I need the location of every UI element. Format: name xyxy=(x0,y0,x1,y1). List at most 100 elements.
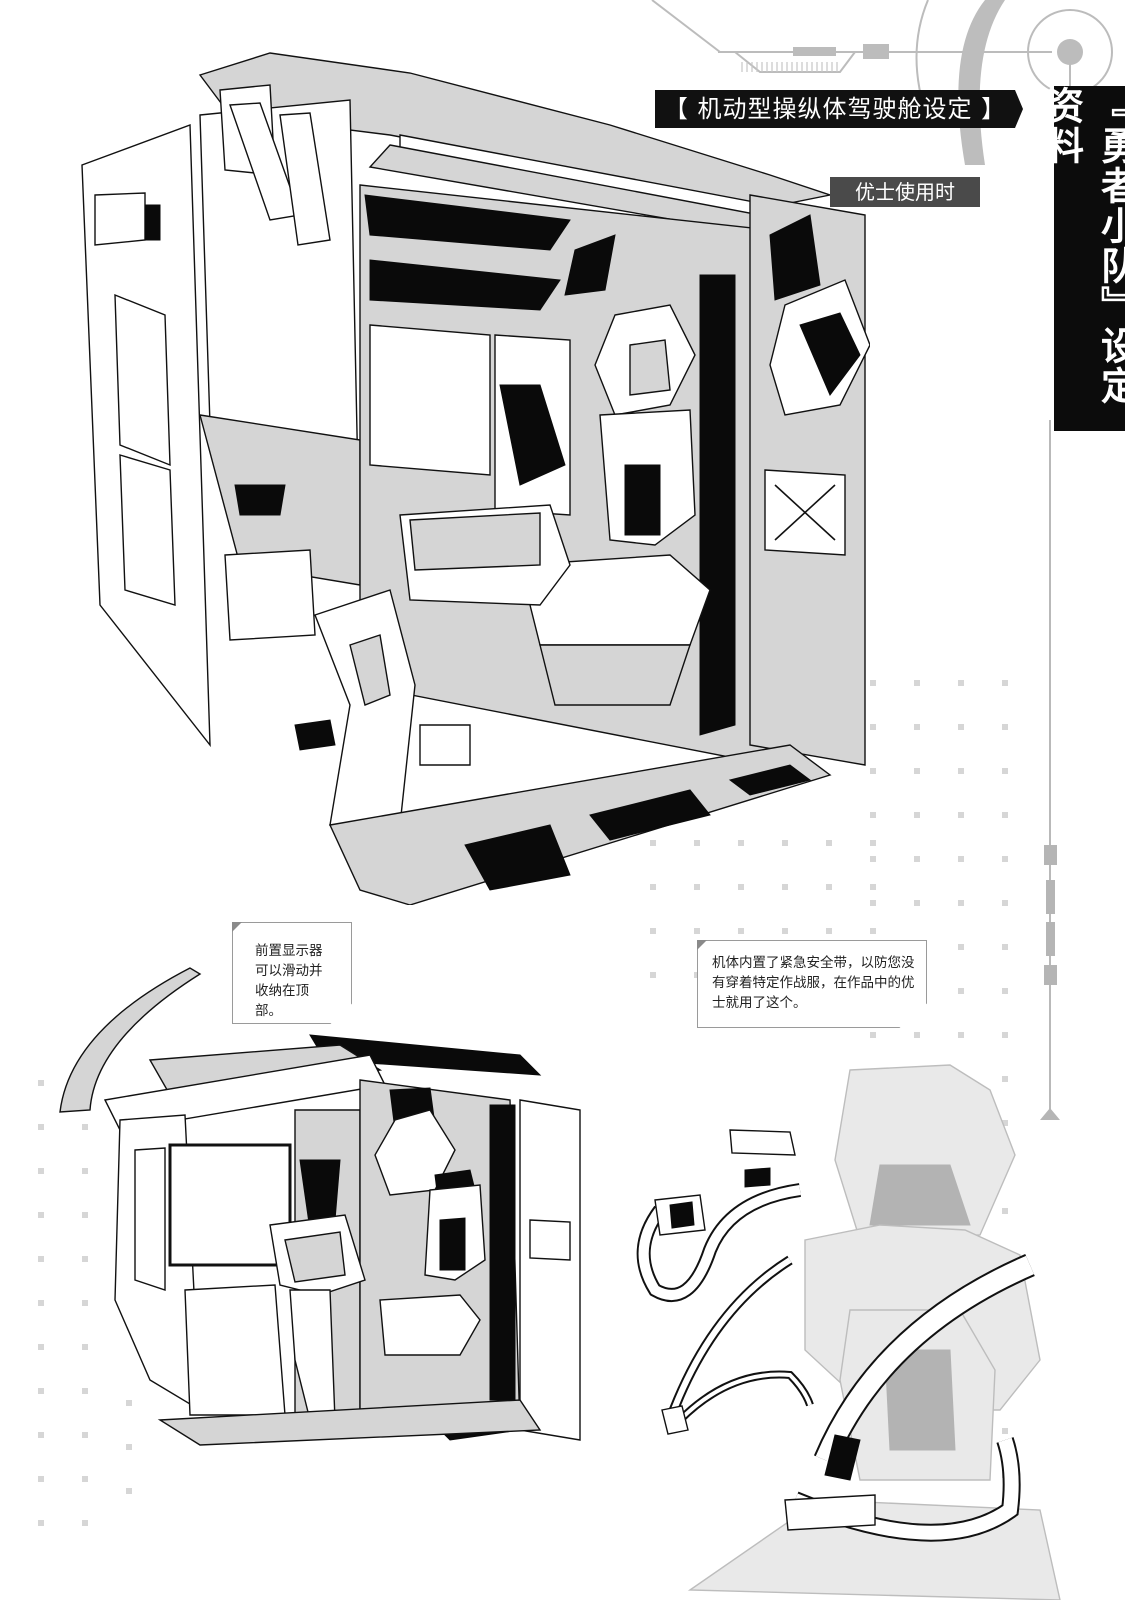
callout-emergency-belt: 机体内置了紧急安全带，以防您没有穿着特定作战服，在作品中的优士就用了这个。 xyxy=(697,940,927,1028)
grid-dot xyxy=(82,1124,88,1130)
grid-dot xyxy=(914,724,920,730)
grid-dot xyxy=(958,900,964,906)
grid-dot xyxy=(126,1400,132,1406)
grid-dot xyxy=(38,1124,44,1130)
grid-dot xyxy=(1002,1428,1008,1434)
grid-dot xyxy=(126,1488,132,1494)
grid-dot xyxy=(38,1300,44,1306)
grid-dot xyxy=(82,1476,88,1482)
grid-dot xyxy=(82,1520,88,1526)
grid-dot xyxy=(870,900,876,906)
pedal-strut xyxy=(314,589,416,826)
shoulder-belt xyxy=(815,1255,1034,1464)
grid-dot xyxy=(914,680,920,686)
grid-dot xyxy=(870,680,876,686)
grid-dot xyxy=(826,928,832,934)
grid-dot xyxy=(870,724,876,730)
grid-dot xyxy=(650,972,656,978)
detached-belt-strap xyxy=(638,1185,801,1300)
grid-dot xyxy=(38,1432,44,1438)
grid-dot xyxy=(826,884,832,890)
grid-dot xyxy=(958,1032,964,1038)
cockpit-main-illustration xyxy=(81,52,870,905)
grid-dot xyxy=(1002,812,1008,818)
grid-dot xyxy=(1002,944,1008,950)
grid-dot xyxy=(958,680,964,686)
grid-dot xyxy=(1002,1120,1008,1126)
grid-dot xyxy=(870,1032,876,1038)
grid-dot xyxy=(782,928,788,934)
grid-dot xyxy=(738,884,744,890)
cockpit-display-stowed-illustration xyxy=(59,967,581,1446)
front-display-screen xyxy=(168,1143,292,1267)
seat-cushion-small xyxy=(379,1294,481,1356)
grid-dot xyxy=(1002,900,1008,906)
grid-dot xyxy=(82,1168,88,1174)
grid-dot xyxy=(38,1212,44,1218)
grid-dot xyxy=(650,840,656,846)
grid-dot xyxy=(82,1388,88,1394)
side-rail-decoration xyxy=(1040,420,1060,1120)
floor-plate xyxy=(328,744,832,905)
grid-dot xyxy=(870,928,876,934)
grid-dot xyxy=(82,1344,88,1350)
grid-dot xyxy=(82,1212,88,1218)
detached-shoulder-strap xyxy=(667,1257,792,1422)
callout-text: 前置显示器可以滑动并收纳在顶部。 xyxy=(255,943,323,1019)
grid-dot xyxy=(1002,856,1008,862)
grid-dot xyxy=(738,840,744,846)
page-title-banner: 【 机动型操纵体驾驶舱设定 】 xyxy=(655,90,1023,128)
grid-dot xyxy=(870,812,876,818)
grid-dot xyxy=(958,856,964,862)
grid-dot xyxy=(958,724,964,730)
grid-dot xyxy=(38,1080,44,1086)
grid-dot xyxy=(958,768,964,774)
grid-dot xyxy=(38,1256,44,1262)
series-side-title: 『勇者小队』设定资料 xyxy=(1040,86,1125,431)
grid-dot xyxy=(38,1168,44,1174)
grid-dot xyxy=(38,1388,44,1394)
grid-dot xyxy=(782,840,788,846)
grid-dot xyxy=(82,1432,88,1438)
grid-dot xyxy=(650,884,656,890)
belt-buckle xyxy=(824,1434,861,1481)
grid-dot xyxy=(914,1032,920,1038)
grid-dot xyxy=(914,812,920,818)
grid-dot xyxy=(1002,680,1008,686)
grid-dot xyxy=(1002,724,1008,730)
grid-dot xyxy=(914,856,920,862)
detached-latch xyxy=(729,1129,796,1156)
slide-arrow xyxy=(59,967,202,1113)
grid-dot xyxy=(826,840,832,846)
grid-dot xyxy=(1002,1032,1008,1038)
grid-dot xyxy=(738,928,744,934)
grid-dot xyxy=(38,1520,44,1526)
grid-dot xyxy=(914,768,920,774)
grid-dot xyxy=(958,944,964,950)
grid-dot xyxy=(694,840,700,846)
grid-dot xyxy=(782,884,788,890)
grid-dot xyxy=(870,840,876,846)
grid-dot xyxy=(82,1300,88,1306)
grid-dot xyxy=(870,856,876,862)
grid-dot xyxy=(82,1256,88,1262)
buckle-tongue xyxy=(784,1494,876,1531)
grid-dot xyxy=(126,1444,132,1450)
lower-cabinet xyxy=(224,549,316,641)
grid-dot xyxy=(1002,988,1008,994)
grid-dot xyxy=(870,884,876,890)
seat-belt-illustration xyxy=(636,1064,1061,1600)
grid-dot xyxy=(870,768,876,774)
callout-front-display: 前置显示器可以滑动并收纳在顶部。 xyxy=(232,922,352,1024)
grid-dot xyxy=(1002,1208,1008,1214)
grid-dot xyxy=(38,1344,44,1350)
grid-dot xyxy=(694,884,700,890)
grid-dot xyxy=(958,812,964,818)
grid-dot xyxy=(38,1476,44,1482)
grid-dot xyxy=(650,928,656,934)
grid-dot xyxy=(694,928,700,934)
grid-dot xyxy=(1002,768,1008,774)
grid-dot xyxy=(1002,1076,1008,1082)
callout-text: 机体内置了紧急安全带，以防您没有穿着特定作战服，在作品中的优士就用了这个。 xyxy=(712,955,915,1011)
grid-dot xyxy=(914,900,920,906)
